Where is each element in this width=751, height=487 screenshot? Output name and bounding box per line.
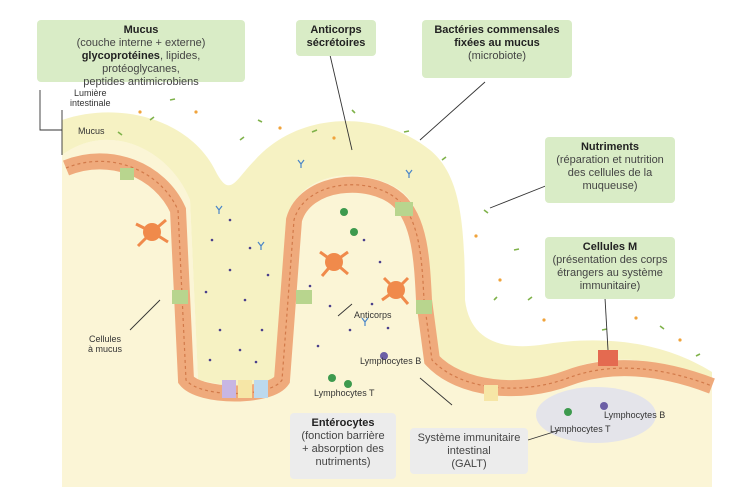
mucus-box-line3: peptides antimicrobiens bbox=[83, 76, 199, 88]
enterocytes-box: Entérocytes (fonction barrière + absorpt… bbox=[290, 413, 396, 479]
bacteries-box: Bactéries commensales fixées au mucus (m… bbox=[422, 20, 572, 78]
mucus-box: Mucus (couche interne + externe) glycopr… bbox=[37, 20, 245, 88]
crypt-cell bbox=[238, 380, 252, 398]
goblet-cell bbox=[172, 290, 188, 304]
cellules-m-box-line3: immunitaire) bbox=[579, 280, 641, 292]
label-lymphocytes-t-villus: Lymphocytes T bbox=[314, 388, 375, 398]
lymphocyte-b bbox=[600, 402, 608, 410]
crypt-cell bbox=[484, 385, 498, 401]
dendritic-cell bbox=[135, 218, 169, 248]
cellules-m-box: Cellules M (présentation des corps étran… bbox=[545, 237, 675, 299]
anticorps-box-title2: sécrétoires bbox=[306, 37, 366, 49]
mucus-box-title: Mucus bbox=[123, 24, 159, 36]
goblet-cell bbox=[395, 202, 413, 216]
systeme-box: Système immunitaire intestinal (GALT) bbox=[410, 428, 528, 474]
label-cellules-mucus: Cellules à mucus bbox=[88, 334, 122, 354]
nutriments-box-line1: (réparation et nutrition bbox=[556, 154, 664, 166]
lymphocyte-t bbox=[340, 208, 348, 216]
enterocytes-box-line2: + absorption des bbox=[302, 443, 384, 455]
crypt-cell bbox=[222, 380, 236, 398]
mucus-box-line2: , lipides, protéoglycanes, bbox=[102, 50, 201, 75]
enterocytes-box-title: Entérocytes bbox=[311, 417, 375, 429]
label-lumiere: Lumière intestinale bbox=[70, 88, 111, 108]
label-lymphocytes-b-villus: Lymphocytes B bbox=[360, 356, 422, 366]
lymphocyte-t bbox=[350, 228, 358, 236]
nutriments-box: Nutriments (réparation et nutrition des … bbox=[545, 137, 675, 203]
lymphocyte-t bbox=[328, 374, 336, 382]
mucus-layer bbox=[62, 112, 712, 390]
lamina-dots bbox=[204, 218, 390, 364]
lumen-particles bbox=[138, 110, 682, 342]
mucus-box-bold: glycoprotéines bbox=[81, 50, 160, 62]
anticorps-box-title1: Anticorps bbox=[310, 24, 362, 36]
bacteries-box-title1: Bactéries commensales bbox=[434, 24, 560, 36]
label-mucus: Mucus bbox=[78, 126, 105, 136]
dendritic-cell bbox=[319, 250, 349, 277]
label-lymphocytes-t-galt: Lymphocytes T bbox=[550, 424, 611, 434]
label-lumiere-line1: Lumière bbox=[74, 88, 107, 98]
lumen-bacteria bbox=[117, 98, 701, 357]
antibody-markers bbox=[215, 159, 413, 326]
label-anticorps: Anticorps bbox=[354, 310, 392, 320]
label-cellules-mucus-line1: Cellules bbox=[89, 334, 122, 344]
lymphocyte-t bbox=[344, 380, 352, 388]
leader-lines bbox=[39, 54, 609, 441]
enterocytes-box-line3: nutriments) bbox=[315, 456, 371, 468]
lymphocyte-b bbox=[380, 352, 388, 360]
nutriments-box-title: Nutriments bbox=[580, 141, 640, 153]
lymphocyte-t bbox=[564, 408, 572, 416]
label-lymphocytes-b-galt: Lymphocytes B bbox=[604, 410, 666, 420]
goblet-cell bbox=[296, 290, 312, 304]
label-lumiere-line2: intestinale bbox=[70, 98, 111, 108]
label-cellules-mucus-line2: à mucus bbox=[88, 344, 123, 354]
systeme-box-line3: (GALT) bbox=[451, 458, 487, 470]
crypt-cell bbox=[254, 380, 268, 398]
dendritic-cell bbox=[381, 276, 410, 305]
anticorps-box: Anticorps sécrétoires bbox=[296, 20, 376, 56]
nutriments-box-line3: muqueuse) bbox=[582, 180, 638, 192]
systeme-box-line2: intestinal bbox=[447, 445, 491, 457]
cellules-m-box-title: Cellules M bbox=[582, 241, 638, 253]
mucus-box-line1: (couche interne + externe) bbox=[76, 37, 206, 49]
nutriments-box-line2: des cellules de la bbox=[567, 167, 653, 179]
cellules-m-box-line1: (présentation des corps bbox=[552, 254, 668, 266]
enterocytes-box-line1: (fonction barrière bbox=[301, 430, 385, 442]
cellules-m-box-line2: étrangers au système bbox=[557, 267, 663, 279]
m-cell bbox=[598, 350, 618, 366]
bacteries-box-line1: (microbiote) bbox=[467, 50, 527, 62]
goblet-cell bbox=[416, 300, 432, 314]
systeme-box-line1: Système immunitaire bbox=[417, 432, 521, 444]
goblet-cell bbox=[120, 168, 134, 180]
bacteries-box-title2: fixées au mucus bbox=[454, 37, 540, 49]
galt-patch bbox=[536, 387, 656, 443]
epithelium-outline bbox=[65, 160, 713, 394]
